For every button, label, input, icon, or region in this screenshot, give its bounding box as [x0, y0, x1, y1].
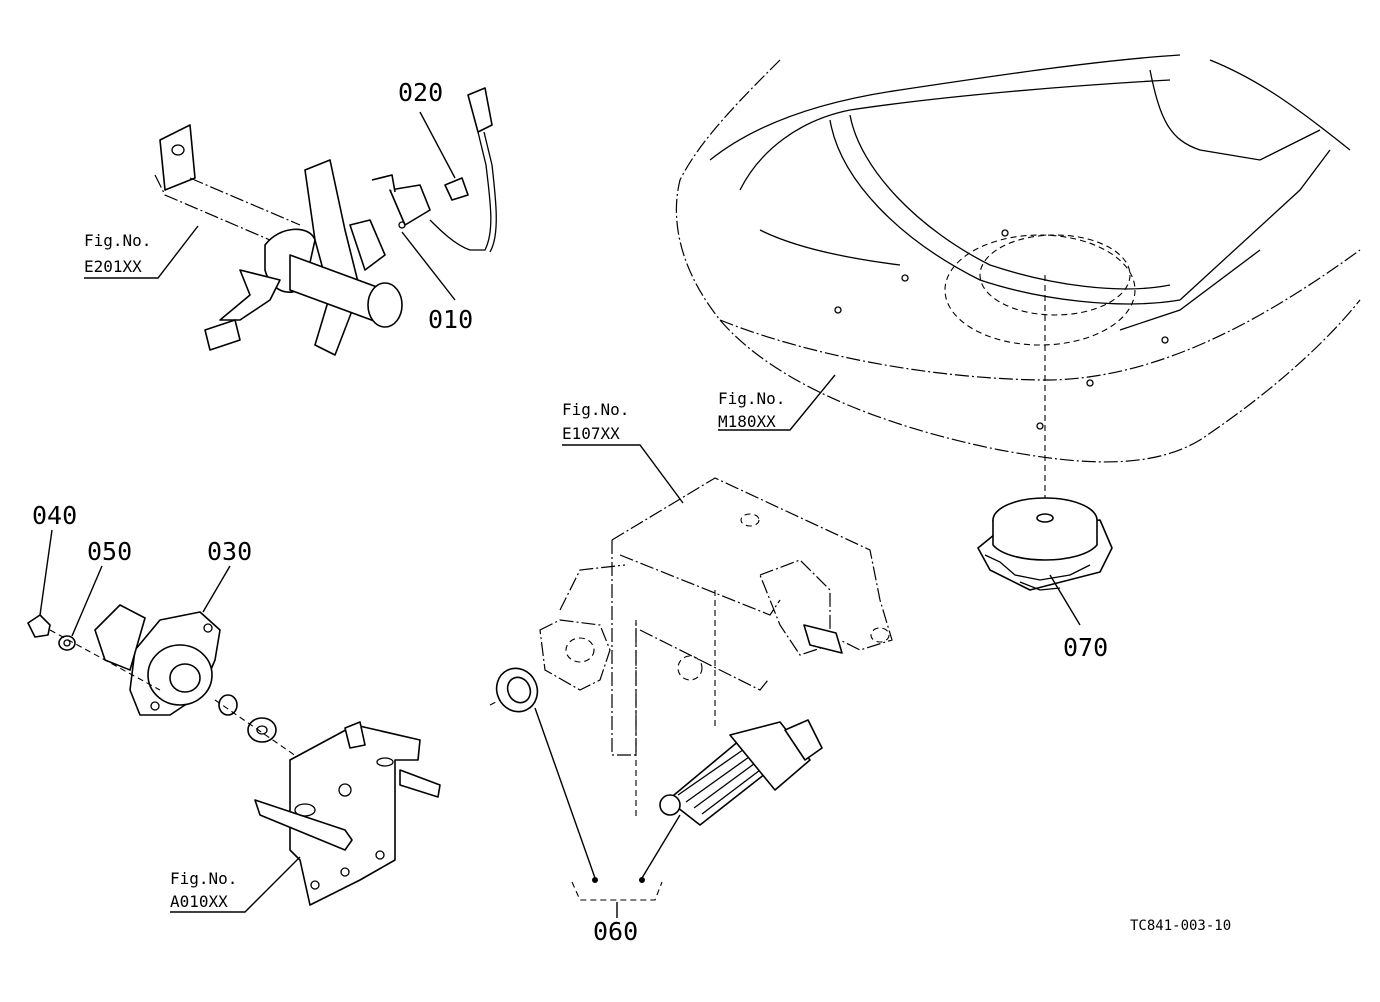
figref-m180-code[interactable]: M180XX — [718, 412, 776, 431]
callout-030: 030 — [207, 537, 252, 566]
seat-switch-070 — [977, 497, 1113, 591]
figref-a010-code[interactable]: A010XX — [170, 892, 228, 911]
figref-e107-label: Fig.No. — [562, 400, 629, 419]
callout-050: 050 — [87, 537, 132, 566]
plate-a010-outline — [254, 721, 441, 906]
washer-050 — [58, 635, 76, 651]
bracket-e107-outline — [539, 477, 893, 820]
figref-m180-label: Fig.No. — [718, 389, 785, 408]
callout-040: 040 — [32, 501, 77, 530]
figref-e201-code[interactable]: E201XX — [84, 257, 142, 276]
callout-060: 060 — [593, 917, 638, 946]
shaft-e201-outline — [154, 124, 403, 356]
leader-lines — [39, 111, 1081, 918]
harness-020 — [429, 87, 497, 253]
callout-020: 020 — [398, 78, 443, 107]
seat-outline — [675, 54, 1361, 510]
figref-e201-label: Fig.No. — [84, 231, 151, 250]
plate-washer — [247, 717, 277, 743]
callout-010: 010 — [428, 305, 473, 334]
sensor-030 — [94, 604, 221, 716]
bolt-040 — [27, 614, 51, 638]
sensor-switch-060 — [659, 719, 823, 826]
figref-a010-label: Fig.No. — [170, 869, 237, 888]
figref-e107-code[interactable]: E107XX — [562, 424, 620, 443]
drawing-code: TC841-003-10 — [1130, 918, 1231, 934]
callout-070: 070 — [1063, 633, 1108, 662]
snap-ring — [218, 694, 238, 716]
micro-switch-010 — [371, 174, 431, 229]
lock-nut-060 — [489, 667, 539, 713]
